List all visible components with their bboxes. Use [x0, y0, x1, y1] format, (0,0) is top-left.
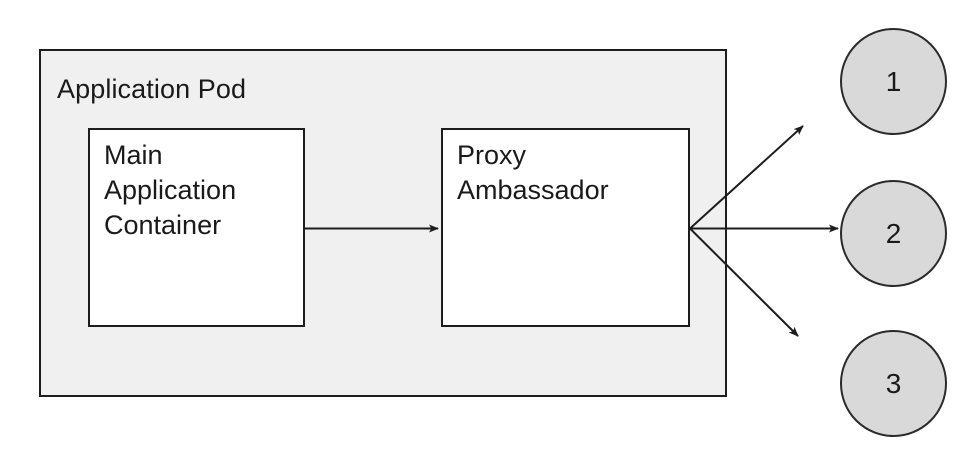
application-pod-label: Application Pod — [57, 74, 247, 104]
proxy-ambassador-box[interactable]: Proxy Ambassador — [441, 128, 690, 327]
arrow-proxy-to-endpoint-3[interactable] — [689, 227, 799, 337]
endpoint-circle-1-label: 1 — [885, 65, 902, 97]
endpoint-circle-3-label: 3 — [885, 367, 902, 399]
main-application-container-box[interactable]: Main Application Container — [88, 128, 305, 327]
main-application-container-label: Main Application Container — [104, 140, 237, 240]
arrow-proxy-to-endpoint-1[interactable] — [689, 125, 804, 230]
endpoint-circle-3[interactable]: 3 — [840, 330, 947, 437]
proxy-ambassador-label: Proxy Ambassador — [457, 140, 609, 205]
endpoint-circle-2-label: 2 — [885, 217, 902, 249]
endpoint-circle-1[interactable]: 1 — [840, 28, 947, 135]
endpoint-circle-2[interactable]: 2 — [840, 180, 947, 287]
